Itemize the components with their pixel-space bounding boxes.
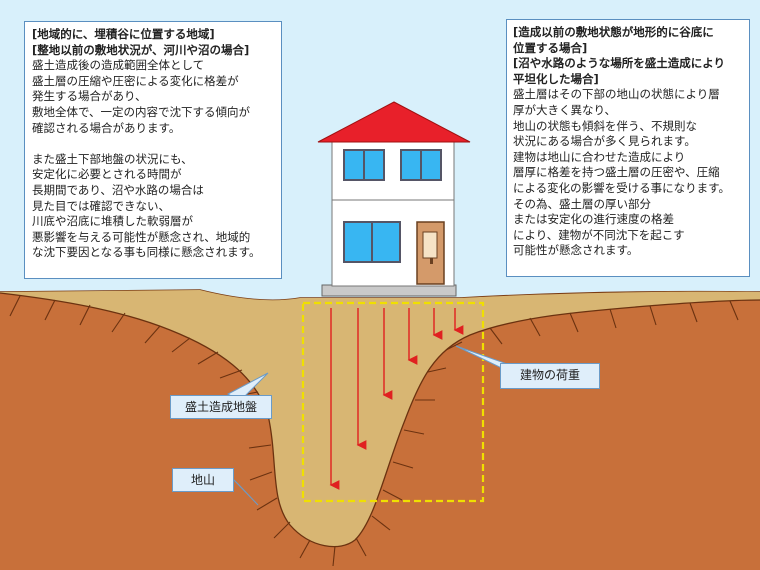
left-line: 悪影響を与える可能性が懸念され、地域的 bbox=[32, 229, 251, 244]
right-line: 層厚に格差を持つ盛土層の圧密や、圧縮 bbox=[513, 165, 720, 180]
right-line: 地山の状態も傾斜を伴う、不規則な bbox=[513, 118, 697, 133]
building-load-label: 建物の荷重 bbox=[500, 363, 600, 389]
right-line: または安定化の進行速度の格差 bbox=[513, 212, 674, 227]
natural-ground-label: 地山 bbox=[172, 468, 234, 492]
load-arrows bbox=[329, 308, 464, 490]
left-line: な沈下要因となる事も同様に懸念されます。 bbox=[32, 245, 261, 260]
natural-label-pointer bbox=[231, 477, 259, 506]
left-blank-line bbox=[32, 136, 274, 152]
left-line: 敷地全体で、一定の内容で沈下する傾向が bbox=[32, 104, 251, 119]
left-heading-2: [整地以前の敷地状況が、河川や沼の場合] bbox=[32, 42, 250, 57]
left-line: 見た目では確認できない、 bbox=[32, 198, 170, 213]
fill-boundary bbox=[0, 292, 760, 548]
left-heading-1: [地域的に、埋積谷に位置する地域] bbox=[32, 27, 215, 41]
left-line: 確認される場合があります。 bbox=[32, 120, 181, 135]
right-line: 厚が大きく異なり、 bbox=[513, 102, 617, 117]
right-line: 可能性が懸念されます。 bbox=[513, 243, 639, 258]
right-heading-1: [造成以前の敷地状態が地形的に谷底に bbox=[513, 25, 714, 39]
house-foundation bbox=[321, 284, 457, 297]
right-line: 状況にある場合が多く見られます。 bbox=[513, 134, 696, 149]
fill-ground-label: 盛土造成地盤 bbox=[170, 395, 272, 419]
left-line: 盛土造成後の造成範囲全体として bbox=[32, 58, 205, 73]
left-line: 発生する場合があり、 bbox=[32, 89, 147, 104]
left-line: 盛土層の圧縮や圧密による変化に格差が bbox=[32, 73, 239, 88]
house bbox=[317, 101, 471, 297]
right-heading-4: 平坦化した場合] bbox=[513, 71, 599, 86]
right-line: による変化の影響を受ける事になります。 bbox=[513, 180, 731, 195]
left-line: また盛土下部地盤の状況にも、 bbox=[32, 151, 193, 166]
right-line: その為、盛土層の厚い部分 bbox=[513, 196, 651, 211]
right-line: により、建物が不同沈下を起こす bbox=[513, 227, 685, 242]
right-line: 盛土層はその下部の地山の状態により層 bbox=[513, 87, 720, 102]
ground-surface-line bbox=[0, 289, 760, 301]
load-zone-box bbox=[301, 301, 485, 503]
right-explanation-box: [造成以前の敷地状態が地形的に谷底に 位置する場合] [沼や水路のような場所を盛… bbox=[506, 19, 750, 277]
roof bbox=[317, 101, 471, 143]
right-heading-3: [沼や水路のような場所を盛土造成により bbox=[513, 56, 726, 71]
left-line: 安定化に必要とされる時間が bbox=[32, 167, 182, 182]
fill-ground bbox=[0, 290, 760, 547]
left-line: 川底や沼底に堆積した軟弱層が bbox=[32, 214, 193, 229]
right-line: 建物は地山に合わせた造成により bbox=[513, 149, 686, 164]
left-line: 長期間であり、沼や水路の場合は bbox=[32, 182, 204, 197]
right-heading-2: 位置する場合] bbox=[513, 40, 588, 55]
left-explanation-box: [地域的に、埋積谷に位置する地域] [整地以前の敷地状況が、河川や沼の場合] 盛… bbox=[24, 21, 282, 279]
